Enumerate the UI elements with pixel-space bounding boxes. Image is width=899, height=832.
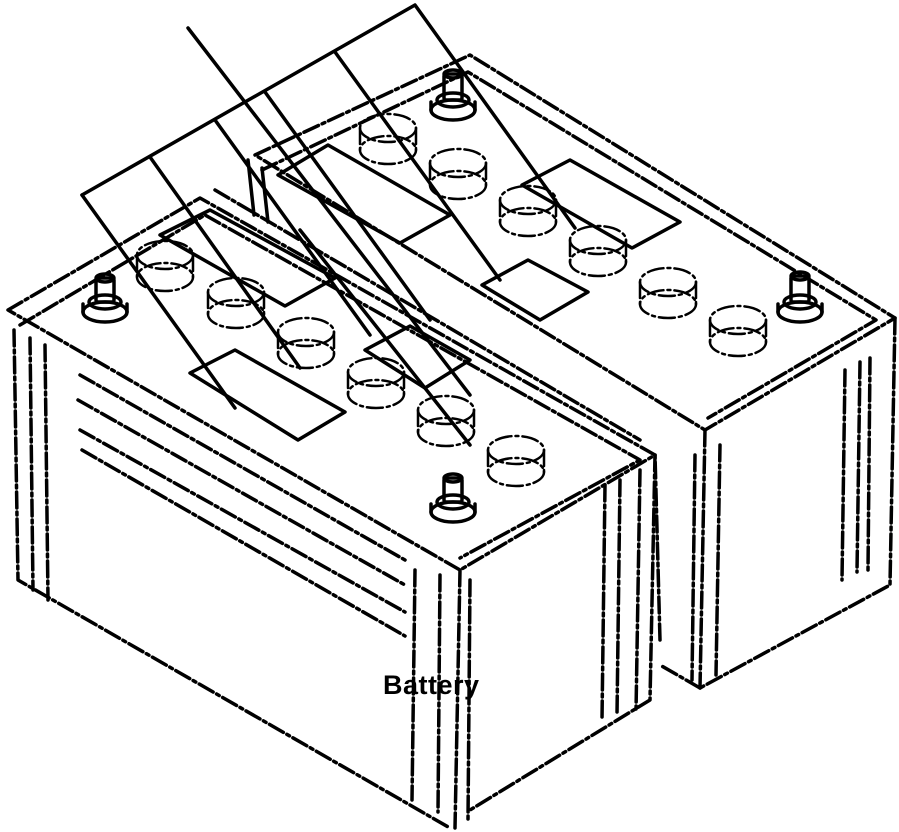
front-battery-outline: [6, 196, 657, 830]
rear-battery-caps: [358, 112, 768, 358]
rear-battery: [253, 53, 897, 690]
rear-battery-terminal-positive: [429, 68, 477, 122]
battery-label: Battery: [383, 670, 480, 700]
front-battery-terminal-negative: [81, 272, 129, 324]
rear-battery-ribs: [690, 356, 872, 682]
front-battery: [6, 196, 657, 830]
rear-battery-terminal-negative: [776, 270, 824, 324]
hold-down-bracket: [80, 3, 642, 447]
front-battery-terminal-positive: [429, 472, 477, 524]
front-battery-ribs: [28, 336, 622, 822]
rear-battery-outline: [253, 53, 897, 690]
